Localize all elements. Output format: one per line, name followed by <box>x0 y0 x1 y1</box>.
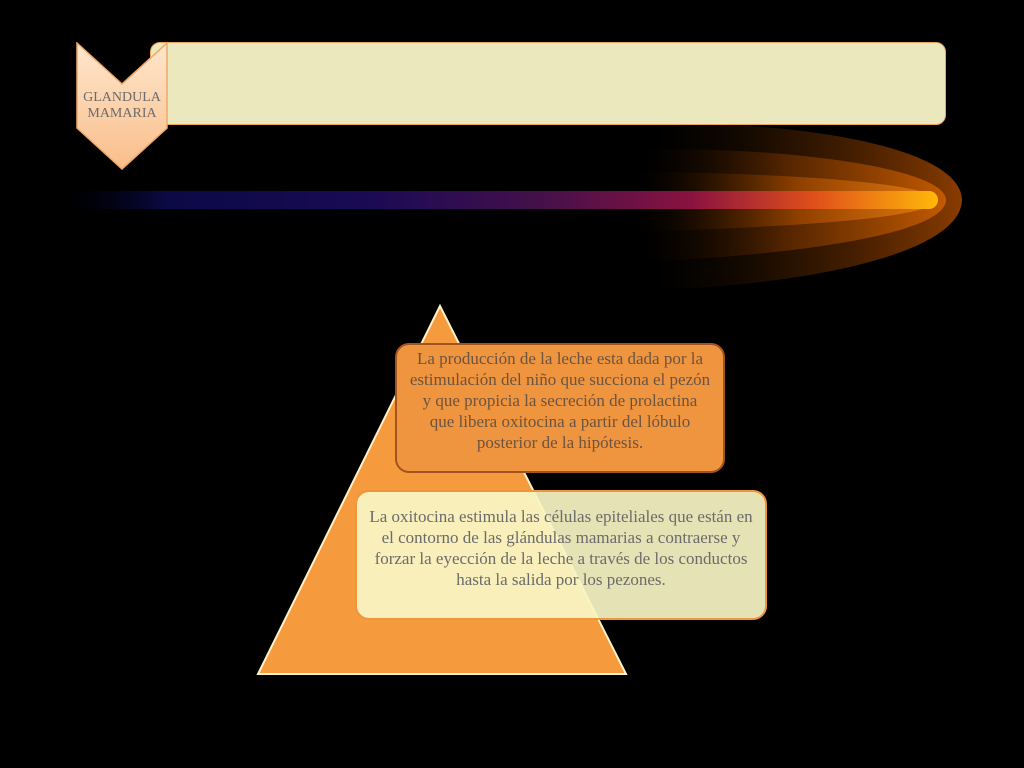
header-bar <box>150 42 946 125</box>
chevron-shape <box>76 42 168 170</box>
chevron-label: GLANDULA MAMARIA <box>83 90 161 121</box>
pyramid-box-bottom: La oxitocina estimula las células epitel… <box>355 490 767 620</box>
pyramid-box-top: La producción de la leche esta dada por … <box>395 343 725 473</box>
